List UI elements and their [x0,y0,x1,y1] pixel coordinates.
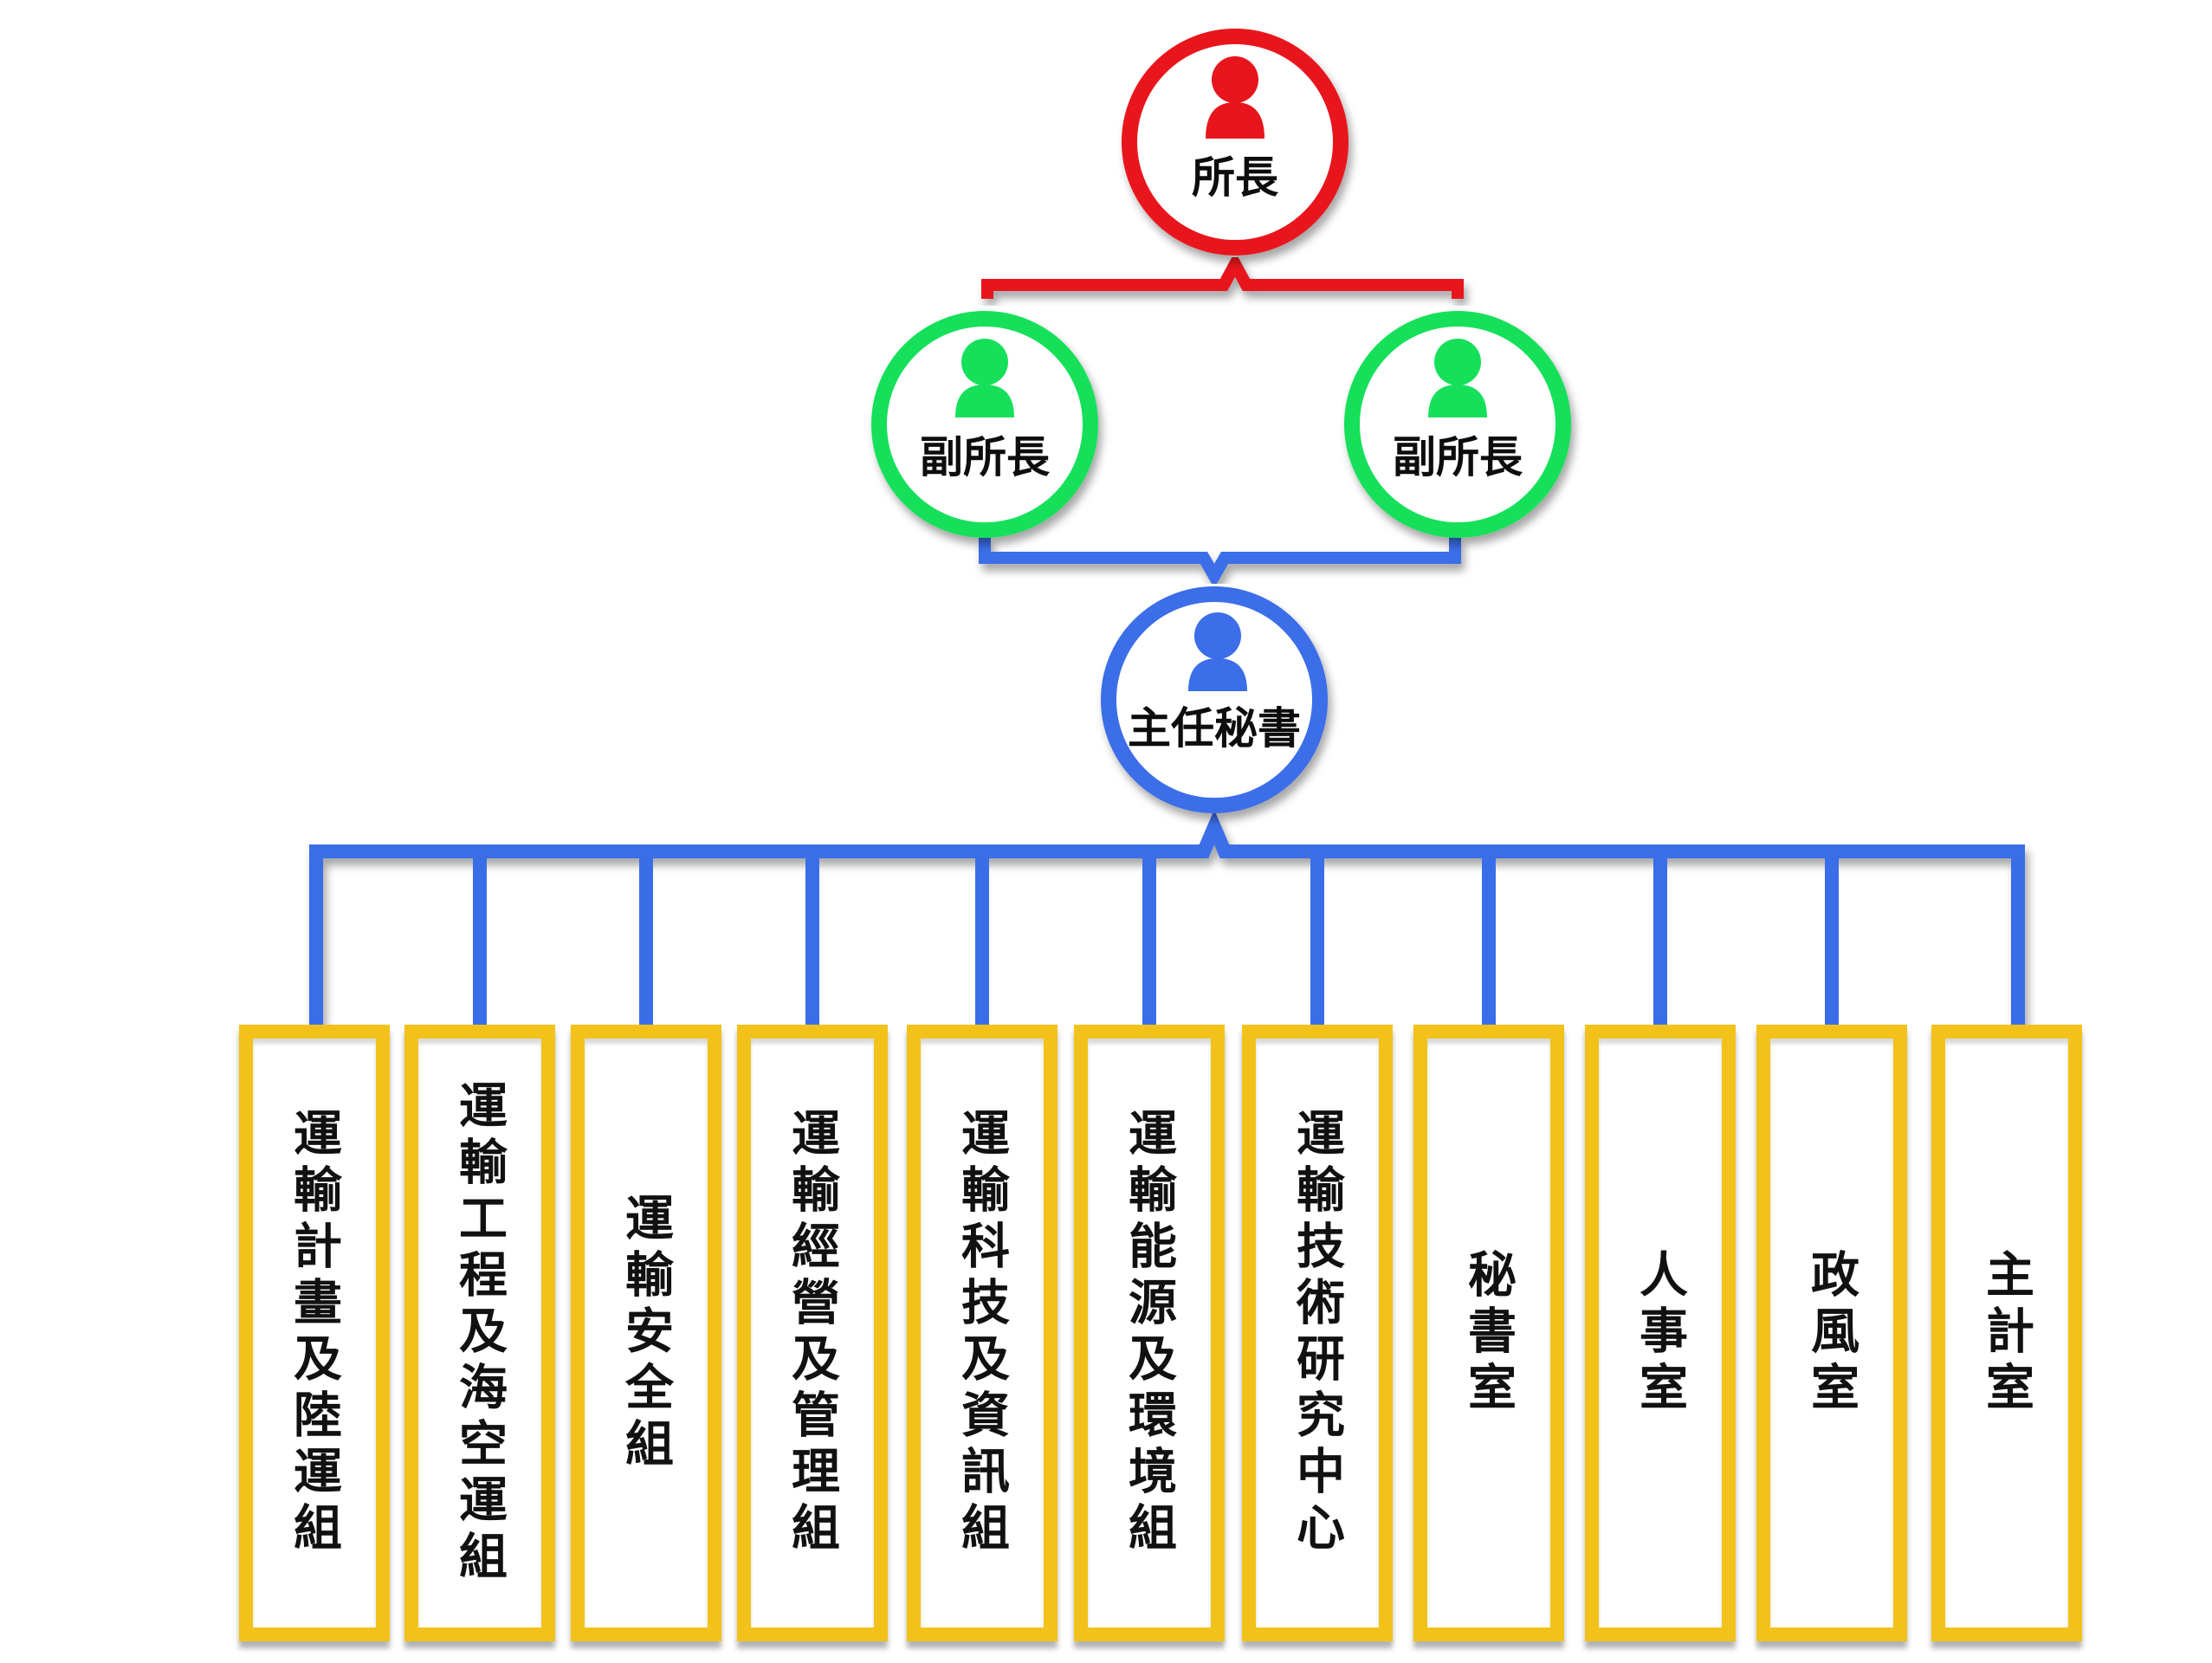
unit-box[interactable]: 秘書室 [1413,1025,1564,1641]
unit-label: 主計室 [1977,1248,2035,1418]
deputy-node[interactable]: 副所長 [871,311,1098,538]
person-icon [955,339,1014,417]
deputy-label: 副所長 [1393,431,1523,482]
unit-box[interactable]: 運輸工程及海空運組 [404,1025,555,1641]
unit-label: 運輸能源及環境組 [1120,1108,1178,1558]
unit-drop-lines [309,851,2025,1026]
director-label: 所長 [1192,152,1279,203]
unit-box[interactable]: 政風室 [1756,1025,1907,1641]
unit-box[interactable]: 運輸安全組 [571,1025,721,1641]
person-icon [1428,339,1487,417]
deputies-to-secretary-connector [979,537,1461,589]
person-icon [1188,612,1247,691]
unit-box[interactable]: 運輸經營及管理組 [737,1025,888,1641]
unit-box[interactable]: 運輸能源及環境組 [1074,1025,1225,1641]
unit-label: 人事室 [1631,1248,1689,1418]
unit-label: 運輸科技及資訊組 [953,1108,1011,1558]
unit-label: 政風室 [1802,1248,1860,1418]
unit-label: 秘書室 [1459,1248,1517,1418]
unit-box[interactable]: 運輸科技及資訊組 [907,1025,1057,1641]
secretary-to-units-bus [309,809,2025,1025]
unit-box[interactable]: 主計室 [1931,1025,2082,1641]
director-node[interactable]: 所長 [1122,29,1349,256]
unit-box[interactable]: 人事室 [1585,1025,1736,1641]
deputy-node[interactable]: 副所長 [1344,311,1571,538]
unit-label: 運輸安全組 [617,1192,675,1474]
unit-box[interactable]: 運輸技術研究中心 [1242,1025,1393,1641]
unit-label: 運輸經營及管理組 [783,1108,841,1558]
deputy-label: 副所長 [920,431,1051,482]
secretary-general-node[interactable]: 主任秘書 [1101,586,1328,813]
unit-label: 運輸工程及海空運組 [450,1079,508,1587]
director-to-deputies-connector [981,251,1464,299]
unit-label: 運輸技術研究中心 [1288,1108,1346,1558]
unit-label: 運輸計畫及陸運組 [285,1108,343,1558]
person-icon [1206,56,1264,139]
unit-box[interactable]: 運輸計畫及陸運組 [239,1025,390,1641]
secretary-general-label: 主任秘書 [1128,702,1301,754]
